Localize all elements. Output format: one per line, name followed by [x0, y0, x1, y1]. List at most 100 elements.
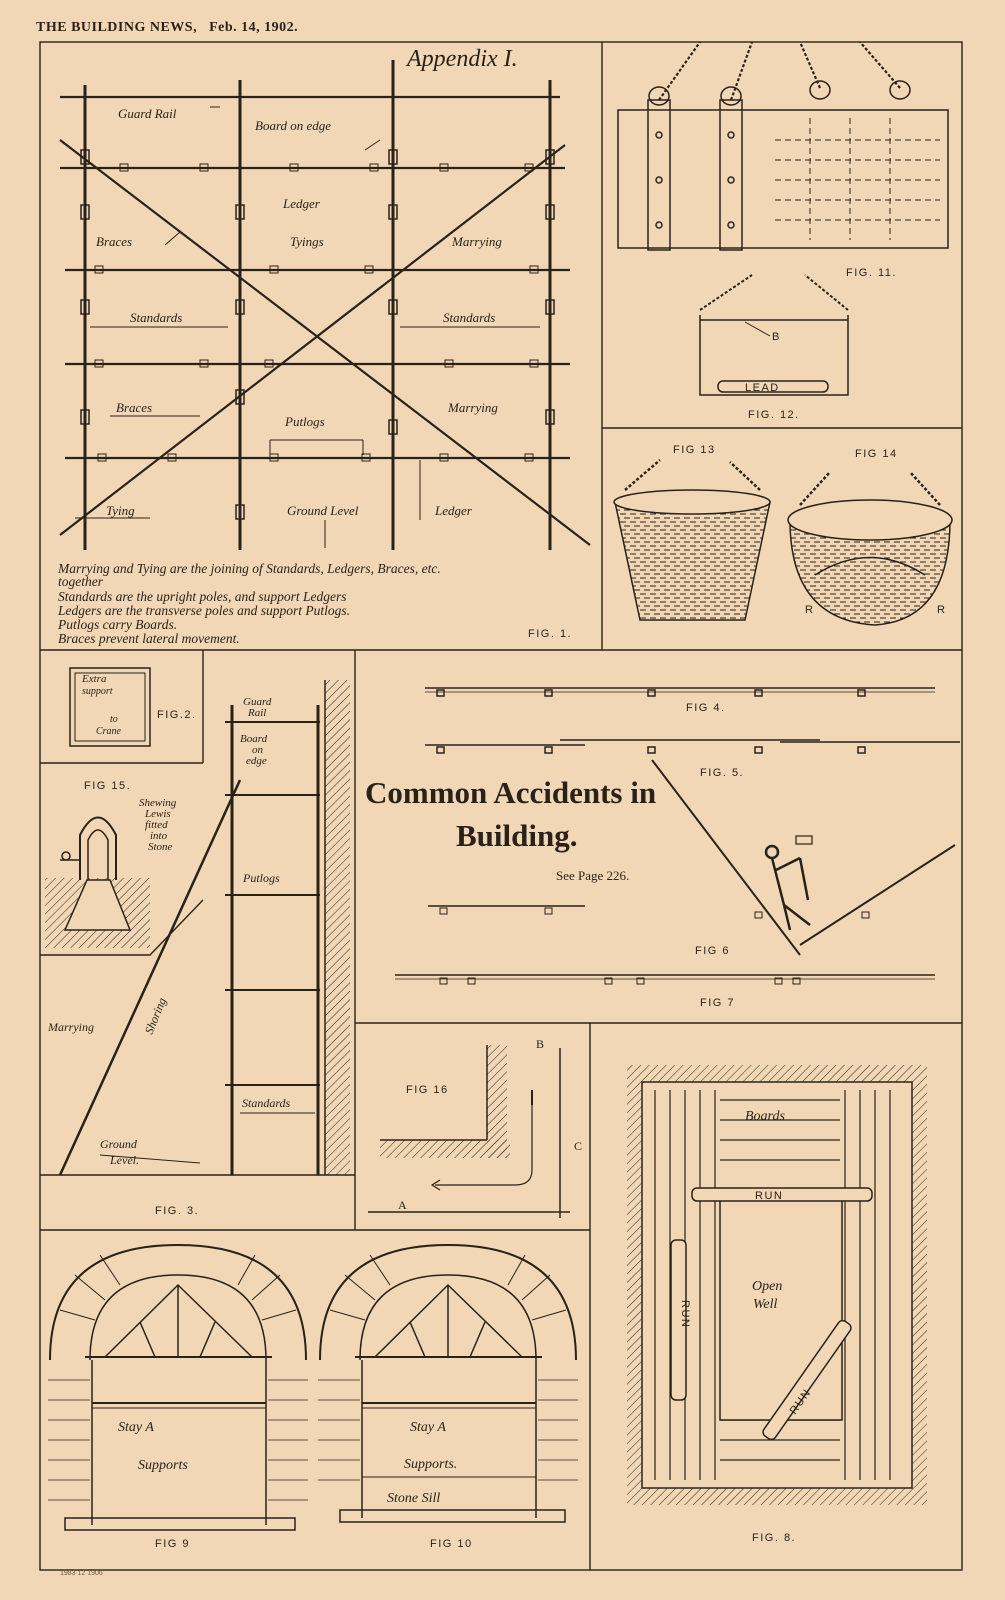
fig16-label-a: A — [398, 1198, 407, 1212]
fig2-text-1: Extra — [81, 673, 107, 685]
fig9-caption: FIG 9 — [155, 1538, 190, 1550]
note-line-4: Ledgers are the transverse poles and sup… — [57, 603, 350, 618]
fig14-r-right: R — [937, 604, 946, 616]
label-standards-left: Standards — [130, 310, 182, 325]
fig15-drawing — [45, 816, 150, 948]
fig15-text-2: Lewis — [144, 808, 171, 820]
label-braces-bottom: Braces — [116, 400, 152, 415]
label-standards-right: Standards — [443, 310, 495, 325]
publication-name: THE BUILDING NEWS, — [36, 20, 198, 35]
fig3-board-2: on — [252, 744, 264, 756]
fig10-caption: FIG 10 — [430, 1538, 473, 1550]
fig3-putlogs: Putlogs — [242, 871, 280, 885]
panel-borders — [39, 41, 963, 1571]
fig8-boards: Boards — [745, 1109, 785, 1124]
fig9-drawing — [48, 1243, 308, 1531]
fig8-caption: FIG. 8. — [752, 1532, 796, 1544]
fig9-stay: Stay A — [118, 1420, 154, 1435]
fig10-stone-sill: Stone Sill — [387, 1491, 440, 1506]
fig12-caption: FIG. 12. — [748, 409, 800, 421]
label-braces-top: Braces — [96, 234, 132, 249]
fig2-text-4: Crane — [96, 726, 122, 737]
note-line-1: Marrying and Tying are the joining of St… — [57, 561, 441, 576]
label-ledger-top: Ledger — [282, 196, 321, 211]
fig11-caption: FIG. 11. — [846, 267, 897, 279]
fig15-text-4: into — [150, 830, 168, 842]
appendix-title: Appendix I. — [405, 46, 518, 72]
fig4-caption: FIG 4. — [686, 702, 726, 714]
note-line-5: Putlogs carry Boards. — [57, 617, 177, 632]
fig3-standards: Standards — [242, 1096, 291, 1110]
fig5-drawing — [425, 739, 960, 754]
centre-title-line-2: Building. — [456, 818, 578, 853]
fig3-ground-1: Ground — [100, 1137, 138, 1151]
centre-title-line-1: Common Accidents in — [365, 775, 656, 810]
footer-mark: 1983 12 1906 — [60, 1570, 103, 1577]
fig15-text-5: Stone — [148, 841, 173, 853]
label-tyings: Tyings — [290, 234, 324, 249]
fig13-caption: FIG 13 — [673, 444, 716, 456]
fig15-border — [40, 899, 204, 956]
fig3-drawing — [58, 680, 350, 1176]
fig11-drawing — [617, 41, 949, 251]
note-line-2: together — [58, 574, 104, 589]
fig15-text-3: fitted — [145, 819, 168, 831]
fig8-open-well-2: Well — [753, 1297, 777, 1312]
fig1-scaffold — [59, 60, 591, 550]
label-board-on-edge: Board on edge — [255, 118, 331, 133]
fig10-supports: Supports. — [404, 1457, 457, 1472]
fig16-label-b: B — [536, 1037, 544, 1051]
fig14-r-left: R — [805, 604, 814, 616]
fig1-notes: Marrying and Tying are the joining of St… — [57, 561, 441, 646]
fig8-drawing — [627, 1065, 927, 1505]
fig10-drawing — [318, 1243, 578, 1523]
fig10-stay: Stay A — [410, 1420, 446, 1435]
fig7-caption: FIG 7 — [700, 997, 735, 1009]
fig3-board-1: Board — [240, 733, 268, 745]
label-ground-level: Ground Level — [287, 503, 359, 518]
label-ledger-bottom: Ledger — [434, 503, 473, 518]
fig1-caption: FIG. 1. — [528, 628, 572, 640]
label-tying: Tying — [106, 503, 135, 518]
fig3-guard-rail-1: Guard — [243, 696, 272, 708]
fig2-text-2: support — [82, 686, 113, 697]
fig5-caption: FIG. 5. — [700, 767, 744, 779]
fig12-lead-label: LEAD — [745, 382, 780, 394]
fig8-run-top: RUN — [755, 1190, 783, 1202]
fig3-board-3: edge — [246, 755, 267, 767]
fig6-drawing — [651, 759, 956, 956]
see-page-note: See Page 226. — [556, 868, 629, 883]
fig3-marrying: Marrying — [47, 1020, 94, 1034]
note-line-3: Standards are the upright poles, and sup… — [58, 589, 347, 604]
fig16-label-c: C — [574, 1139, 582, 1153]
fig16-drawing — [368, 1045, 570, 1218]
fig8-open-well-1: Open — [752, 1279, 782, 1294]
fig3-guard-rail-2: Rail — [247, 707, 266, 719]
fig4-drawing — [425, 687, 935, 697]
label-marrying-bottom: Marrying — [447, 400, 498, 415]
note-line-6: Braces prevent lateral movement. — [58, 631, 240, 646]
fig7-drawing — [395, 905, 935, 985]
label-marrying-top: Marrying — [451, 234, 502, 249]
publication-date: Feb. 14, 1902. — [209, 20, 299, 35]
fig9-supports: Supports — [138, 1458, 188, 1473]
fig3-ground-2: Level. — [109, 1153, 139, 1167]
fig13-basket — [613, 459, 771, 621]
fig1-labels: Guard Rail Board on edge Ledger Braces T… — [96, 106, 502, 518]
fig12-drawing — [699, 274, 849, 396]
fig14-caption: FIG 14 — [855, 448, 898, 460]
fig2-caption: FIG.2. — [157, 709, 197, 721]
fig2-drawing — [69, 667, 151, 747]
label-guard-rail: Guard Rail — [118, 106, 177, 121]
fig8-run-left: RUN — [679, 1300, 691, 1328]
page-header: THE BUILDING NEWS, Feb. 14, 1902. — [36, 20, 298, 36]
fig16-caption: FIG 16 — [406, 1084, 449, 1096]
fig12-label-b: B — [772, 331, 781, 343]
fig3-caption: FIG. 3. — [155, 1205, 199, 1217]
fig14-basket — [787, 471, 953, 626]
fig6-caption: FIG 6 — [695, 945, 730, 957]
fig2-text-3: to — [110, 714, 118, 725]
fig15-text-1: Shewing — [139, 797, 177, 809]
fig3-shoring: Shoring — [142, 996, 169, 1036]
